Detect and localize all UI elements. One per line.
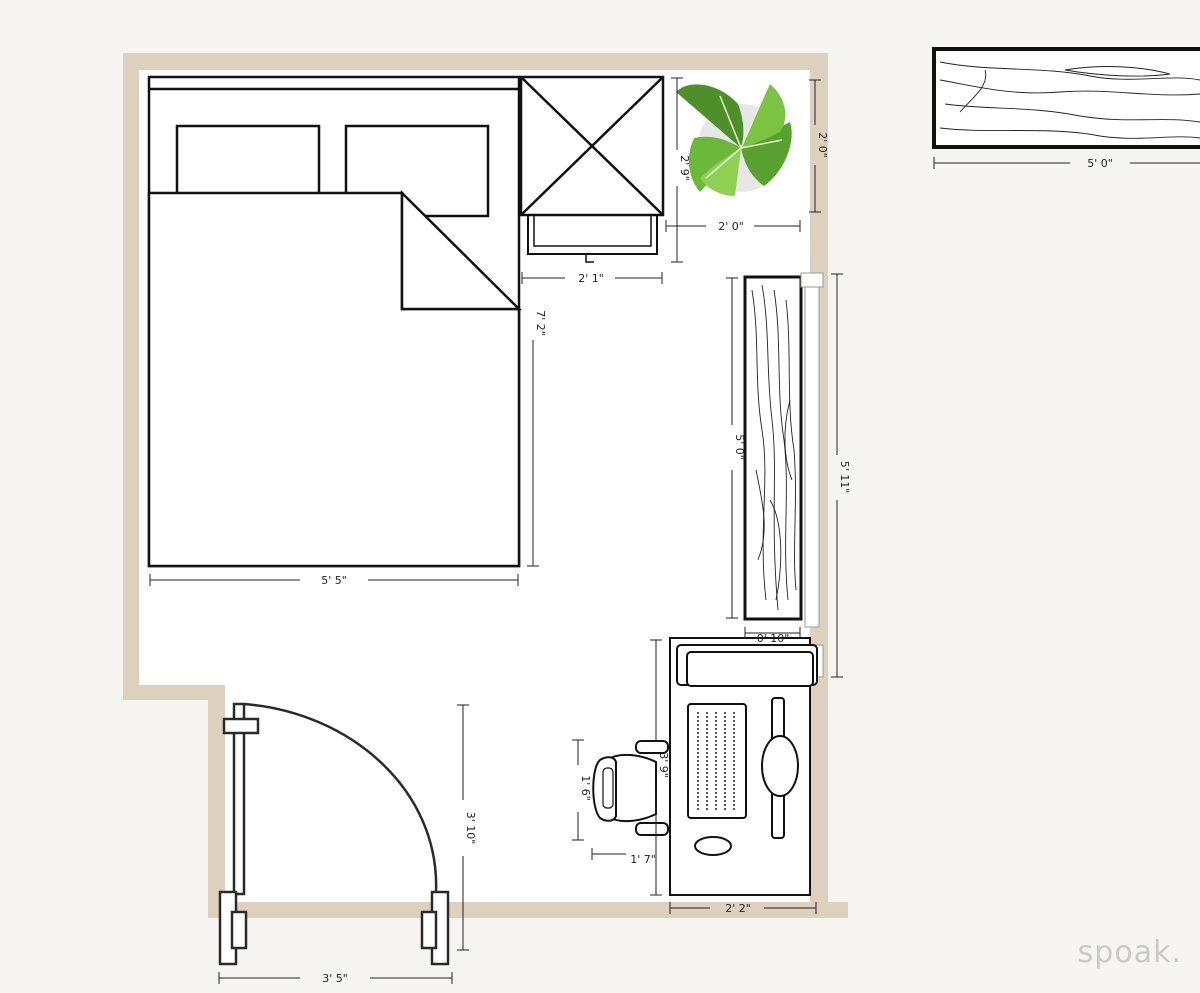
plant-depth-label: 2' 0" <box>816 132 829 158</box>
dimension-lines <box>149 77 1200 984</box>
nightstand-icon <box>519 75 665 263</box>
chair-height-label: 1' 6" <box>579 775 592 801</box>
door-width-label: 3' 5" <box>322 972 348 985</box>
door-swing-label: 3' 10" <box>464 812 477 845</box>
bed-length-label: 7' 2" <box>534 310 547 336</box>
nightstand-depth-label: 2' 9" <box>678 155 691 181</box>
plant-icon <box>676 84 792 196</box>
window-length-label: 5' 11" <box>838 461 851 494</box>
door-icon <box>218 702 450 966</box>
shelf-width-label: 5' 0" <box>1087 157 1113 170</box>
dresser-length-label: 5' 0" <box>733 434 746 460</box>
nightstand-width-label: 2' 1" <box>578 272 604 285</box>
shelf-icon <box>932 47 1200 149</box>
watermark: spoak. <box>1078 935 1182 970</box>
chair-icon <box>592 740 669 836</box>
dresser-icon <box>743 275 803 621</box>
bed-width-label: 5' 5" <box>321 574 347 587</box>
dresser-depth-label: 0' 10" <box>757 632 790 645</box>
chair-width-label: 1' 7" <box>630 853 656 866</box>
desk-icon <box>669 637 818 896</box>
desk-gap-label: 3' 9" <box>657 752 670 778</box>
bed-icon <box>147 75 523 568</box>
plant-width-label: 2' 0" <box>718 220 744 233</box>
desk-width-label: 2' 2" <box>725 902 751 915</box>
dimension-labels: 5' 5" 7' 2" 2' 1" 2' 9" 2' 0" 2' 0" 5' 0… <box>321 132 1113 985</box>
